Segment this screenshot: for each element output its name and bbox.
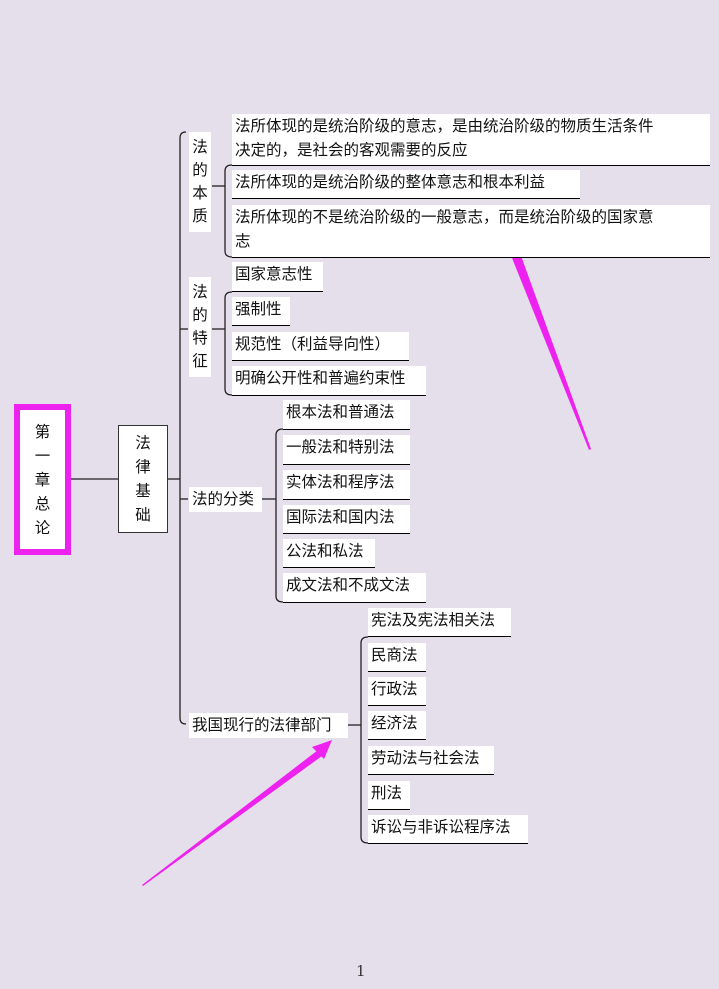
node-features-of-law[interactable]: 法 的 特 征: [189, 277, 211, 377]
page-number: 1: [356, 962, 366, 980]
features-item-2[interactable]: 强制性: [232, 297, 290, 326]
root-node-chapter-one-overview[interactable]: 第 一 章 总 论: [14, 404, 71, 555]
departments-item-7[interactable]: 诉讼与非诉讼程序法: [368, 815, 528, 844]
departments-item-3[interactable]: 行政法: [368, 677, 426, 706]
departments-item-6[interactable]: 刑法: [368, 781, 410, 810]
node-legal-departments[interactable]: 我国现行的法律部门: [189, 713, 348, 738]
node-essence-of-law[interactable]: 法 的 本 质: [189, 132, 211, 232]
essence-item-1[interactable]: 法所体现的是统治阶级的意志，是由统治阶级的物质生活条件 决定的，是社会的客观需要…: [232, 114, 710, 166]
node-legal-basics[interactable]: 法 律 基 础: [118, 425, 168, 533]
classification-item-4[interactable]: 国际法和国内法: [283, 505, 410, 534]
departments-item-5[interactable]: 劳动法与社会法: [368, 746, 494, 775]
classification-item-2[interactable]: 一般法和特别法: [283, 435, 410, 465]
essence-item-2[interactable]: 法所体现的是统治阶级的整体意志和根本利益: [232, 170, 580, 199]
classification-item-6[interactable]: 成文法和不成文法: [283, 573, 426, 603]
features-item-3[interactable]: 规范性（利益导向性）: [232, 332, 409, 361]
departments-item-2[interactable]: 民商法: [368, 643, 426, 672]
classification-item-1[interactable]: 根本法和普通法: [283, 400, 410, 430]
essence-item-3[interactable]: 法所体现的不是统治阶级的一般意志，而是统治阶级的国家意 志: [232, 205, 710, 258]
features-item-4[interactable]: 明确公开性和普遍约束性: [232, 366, 426, 396]
features-item-1[interactable]: 国家意志性: [232, 262, 323, 292]
departments-item-4[interactable]: 经济法: [368, 711, 426, 740]
node-classification-of-law[interactable]: 法的分类: [189, 487, 262, 512]
classification-item-3[interactable]: 实体法和程序法: [283, 470, 410, 500]
departments-item-1[interactable]: 宪法及宪法相关法: [368, 608, 511, 637]
classification-item-5[interactable]: 公法和私法: [283, 539, 375, 568]
